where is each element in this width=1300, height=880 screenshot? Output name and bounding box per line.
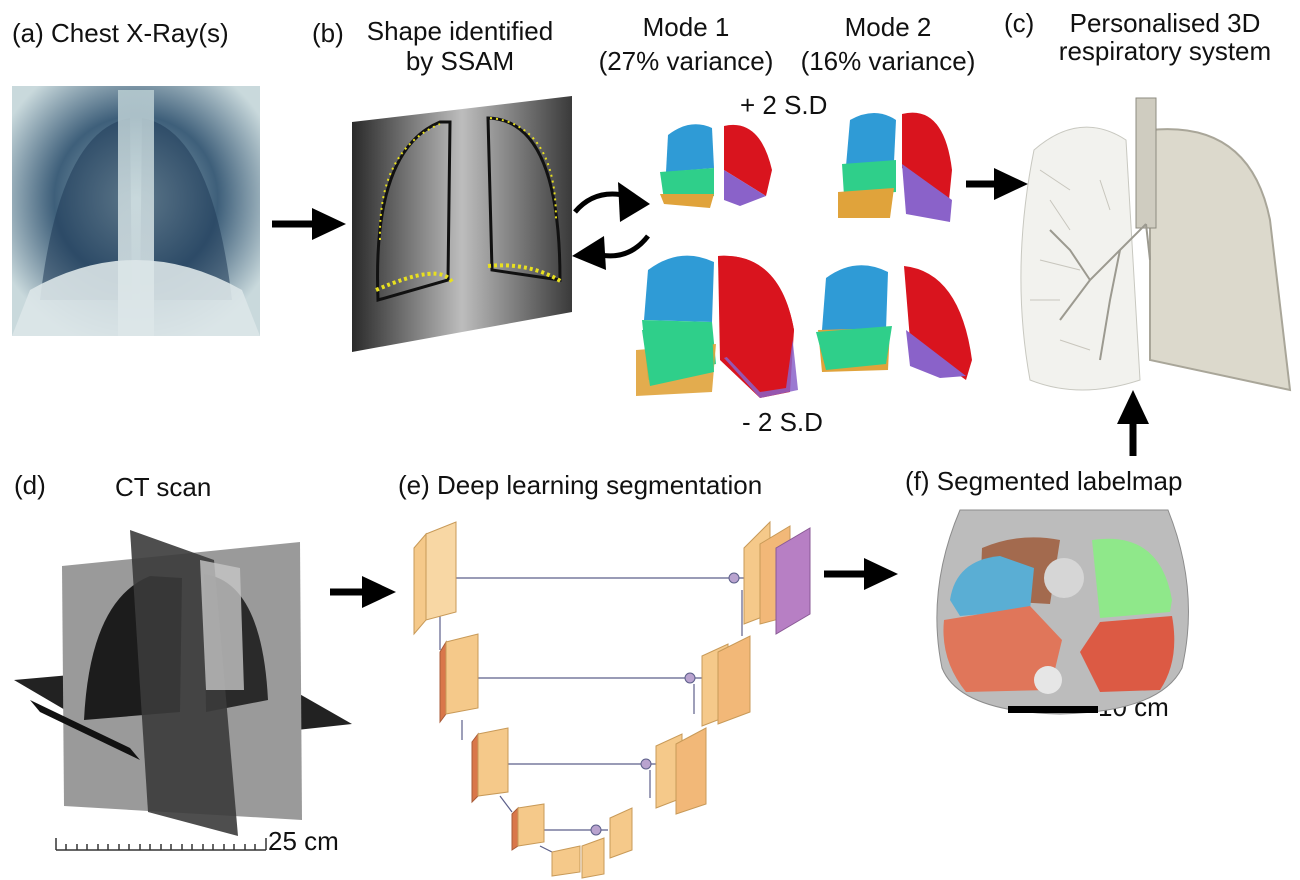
lung-mode2-minus bbox=[816, 265, 972, 380]
panel-d-title: CT scan bbox=[115, 472, 212, 502]
panel-a-title: (a) Chest X-Ray(s) bbox=[12, 18, 229, 48]
ssam-shape-image bbox=[352, 96, 572, 352]
cycle-arrowhead-bottom bbox=[572, 236, 606, 270]
respiratory-3d-model bbox=[1020, 97, 1292, 392]
labelmap-scale-bar bbox=[1008, 706, 1098, 713]
cycle-arrowhead-top bbox=[618, 182, 650, 222]
panel-c-title-2: respiratory system bbox=[1058, 36, 1272, 66]
minus-2sd-label: - 2 S.D bbox=[742, 407, 823, 437]
ct-scale-bar bbox=[55, 838, 267, 851]
panel-b-title-1: Shape identified bbox=[366, 16, 554, 46]
lung-mode1-plus bbox=[660, 124, 772, 208]
mode1-title: Mode 1 bbox=[642, 12, 730, 42]
arrow-a-to-b bbox=[272, 208, 346, 240]
mode2-title: Mode 2 bbox=[844, 12, 932, 42]
panel-b-prefix: (b) bbox=[312, 18, 344, 48]
arrow-e-to-f bbox=[824, 558, 898, 590]
mode1-variance: (27% variance) bbox=[598, 46, 774, 76]
panel-c-prefix: (c) bbox=[1004, 8, 1035, 38]
ct-scan-volume bbox=[14, 530, 352, 836]
plus-2sd-label: + 2 S.D bbox=[740, 90, 828, 120]
panel-d-prefix: (d) bbox=[14, 470, 46, 500]
lung-mode1-minus bbox=[636, 255, 798, 398]
arrow-modes-to-c bbox=[966, 168, 1028, 200]
panel-f-title: (f) Segmented labelmap bbox=[905, 466, 1183, 496]
panel-d-scale-label: 25 cm bbox=[268, 826, 339, 856]
unet-diagram bbox=[413, 520, 811, 879]
arrow-d-to-e bbox=[330, 576, 396, 608]
chest-xray-image bbox=[12, 86, 260, 336]
segmented-labelmap-image bbox=[936, 509, 1189, 715]
lung-mode2-plus bbox=[838, 112, 952, 222]
mode2-variance: (16% variance) bbox=[800, 46, 976, 76]
panel-b-title-2: by SSAM bbox=[405, 46, 515, 76]
arrow-f-to-c bbox=[1117, 390, 1149, 456]
panel-c-title-1: Personalised 3D bbox=[1069, 8, 1261, 38]
panel-e-title: (e) Deep learning segmentation bbox=[398, 470, 763, 500]
